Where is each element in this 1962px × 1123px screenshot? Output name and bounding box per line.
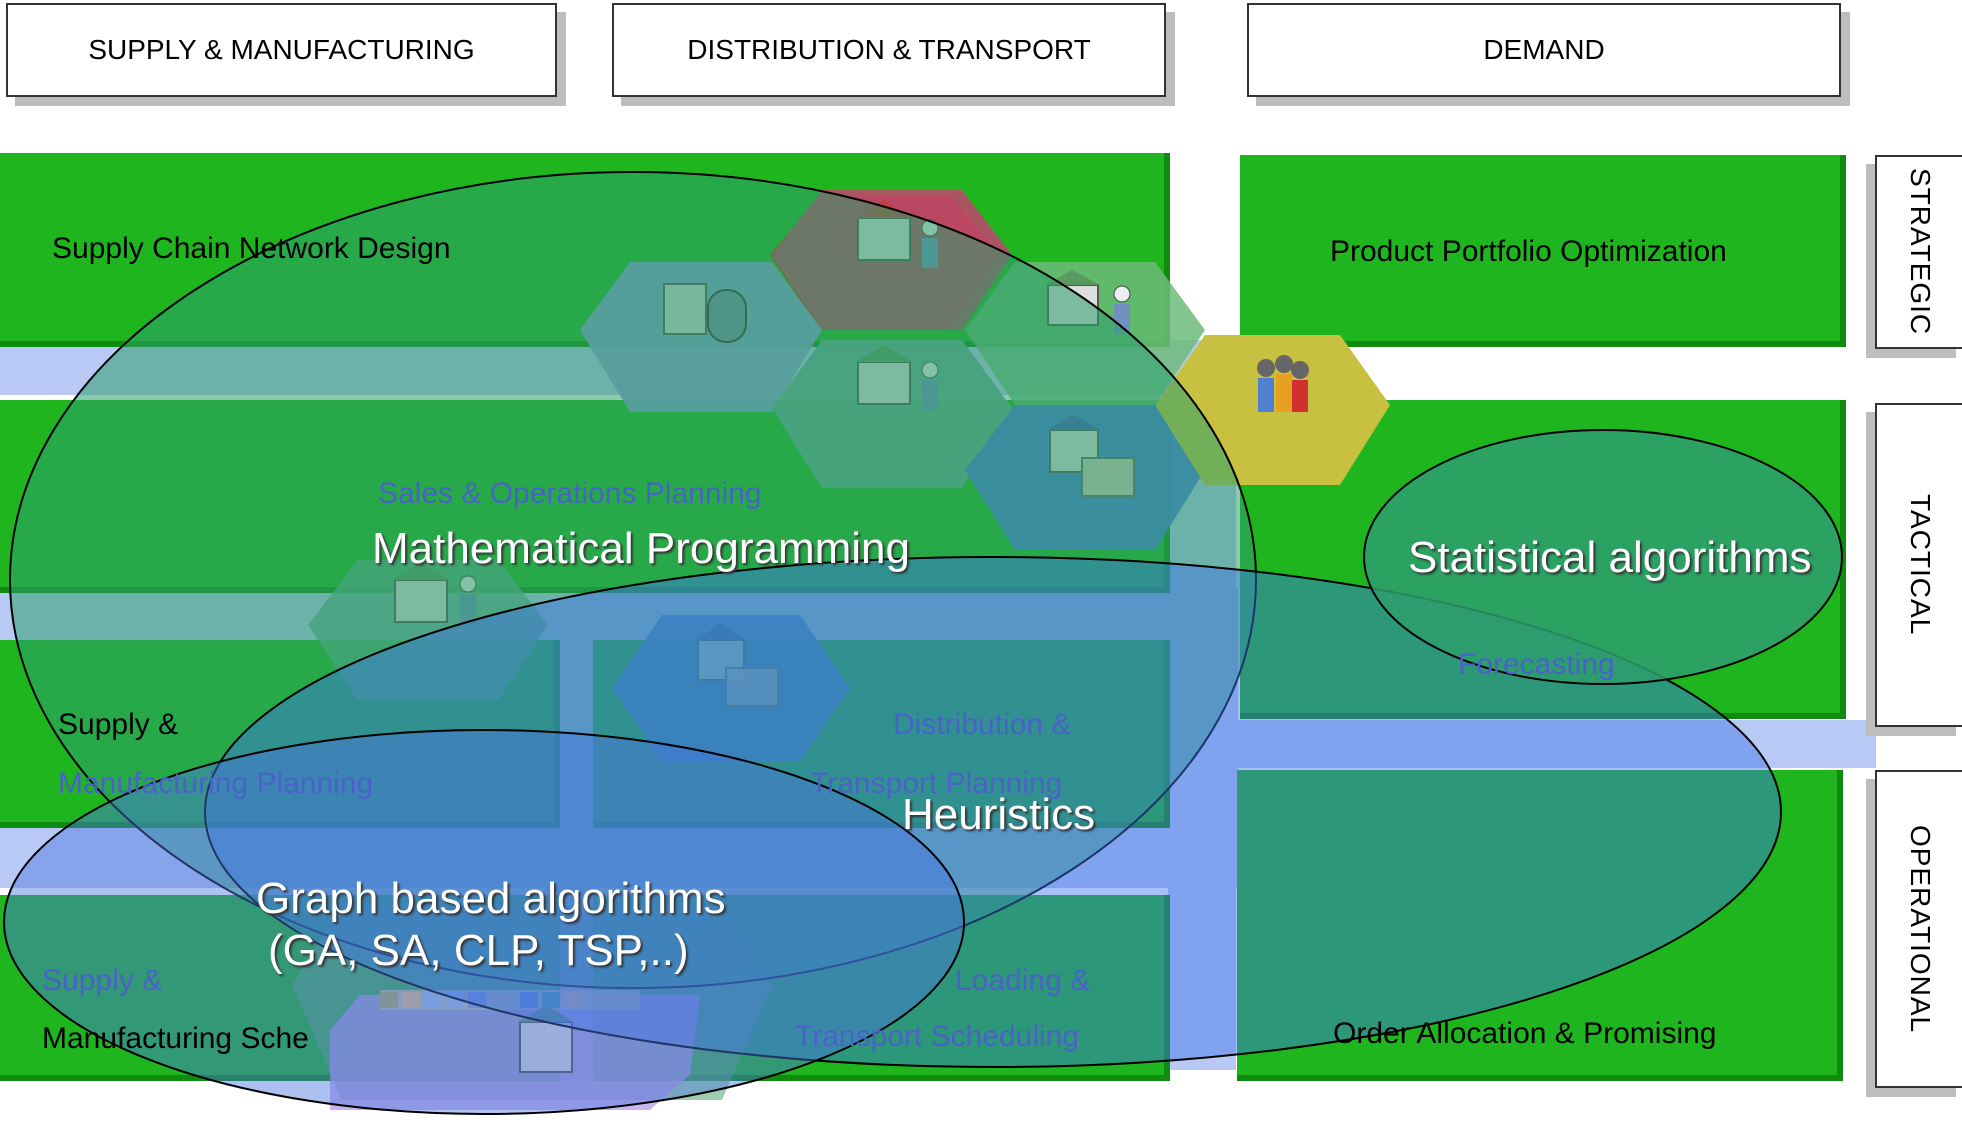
label-heuristics: Heuristics — [902, 790, 1096, 839]
label-graph-algorithms-line2: (GA, SA, CLP, TSP,..) — [268, 926, 689, 975]
scheduling-bar — [330, 995, 700, 1110]
header-supply-manufacturing: SUPPLY & MANUFACTURING — [6, 3, 557, 97]
label-network-design: Supply Chain Network Design — [52, 232, 451, 265]
label-dtp-line2: Transport Planning — [810, 767, 1063, 800]
level-operational: OPERATIONAL — [1875, 770, 1962, 1088]
level-tactical: TACTICAL — [1875, 403, 1962, 727]
mathematical-programming-ellipse — [9, 171, 1257, 989]
label-lts-line1: Loading & — [955, 964, 1091, 997]
label-mathematical-programming: Mathematical Programming — [372, 524, 910, 573]
label-sop: Sales & Operations Planning — [378, 477, 762, 510]
header-distribution-transport: DISTRIBUTION & TRANSPORT — [612, 3, 1166, 97]
label-graph-algorithms-line1: Graph based algorithms — [256, 874, 726, 923]
box-order-allocation — [1237, 770, 1843, 1081]
heuristics-ellipse — [204, 556, 1782, 1068]
customers-icon — [1257, 355, 1309, 412]
label-sms-line2: Manufacturing Sche — [42, 1022, 309, 1055]
label-portfolio: Product Portfolio Optimization — [1330, 235, 1727, 268]
header-demand: DEMAND — [1247, 3, 1841, 97]
label-smp-line2: Manufacturing Planning — [58, 767, 374, 800]
background-band — [1236, 720, 1876, 768]
label-dtp-line1: Distribution & — [893, 708, 1072, 741]
box-portfolio — [1240, 155, 1846, 347]
label-lts-line2: Transport Scheduling — [795, 1020, 1080, 1053]
label-forecasting: Forecasting — [1458, 648, 1615, 681]
statistical-algorithms-ellipse — [1363, 429, 1843, 685]
label-smp-line1: Supply & — [58, 708, 179, 741]
level-strategic: STRATEGIC — [1875, 155, 1962, 349]
label-sms-line1: Supply & — [42, 964, 163, 997]
label-order-allocation: Order Allocation & Promising — [1333, 1017, 1717, 1050]
graph-algorithms-ellipse — [3, 729, 965, 1115]
label-statistical-algorithms: Statistical algorithms — [1408, 533, 1812, 582]
